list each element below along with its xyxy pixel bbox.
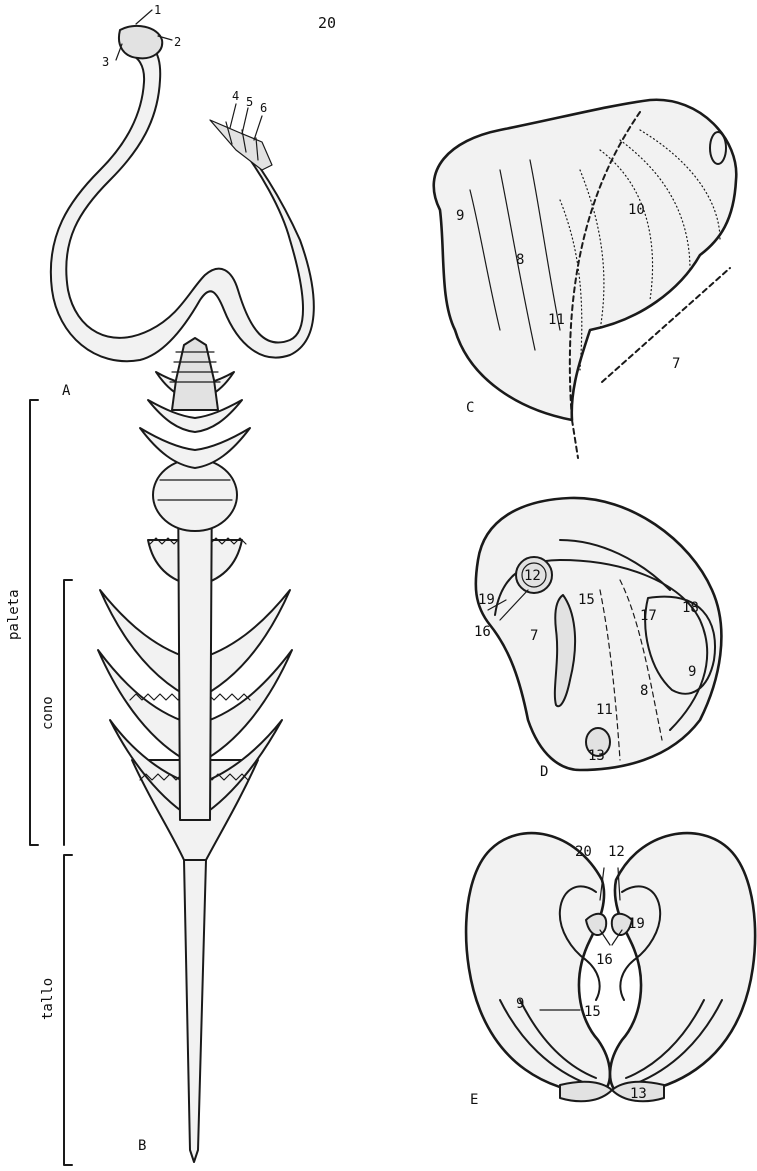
figure-d-callout-17: 17 <box>640 608 657 624</box>
figure-e-callout-20: 20 <box>575 844 592 860</box>
label-cono: cono <box>40 696 56 730</box>
figure-a-letter: A <box>62 383 71 399</box>
figure-d-callout-19: 19 <box>478 592 495 608</box>
figure-e-left-valve <box>466 833 610 1095</box>
figure-b-ring <box>153 459 237 531</box>
figure-c-outline <box>434 100 737 420</box>
figure-b-stalk <box>184 860 206 1162</box>
figure-d-callout-12: 12 <box>524 568 541 584</box>
figure-d-callout-9: 9 <box>688 664 696 680</box>
figure-b-spike-1 <box>140 428 250 468</box>
figure-c: 7 8 9 10 11 C <box>434 100 737 458</box>
figure-c-callout-11: 11 <box>548 312 565 328</box>
figure-e-condyles <box>586 914 632 935</box>
figure-c-callout-10: 10 <box>628 202 645 218</box>
label-tallo: tallo <box>40 978 56 1020</box>
bracket-cono <box>64 580 72 845</box>
figure-d-callout-16: 16 <box>474 624 491 640</box>
figure-d-callout-13: 13 <box>588 748 605 764</box>
figure-b-apex <box>172 338 218 410</box>
figure-d-callout-7: 7 <box>530 628 538 644</box>
figure-d-letter: D <box>540 764 548 780</box>
figure-d-callout-11: 11 <box>596 702 613 718</box>
figure-e: 20 12 19 16 9 15 13 E <box>466 833 755 1108</box>
page-number: 20 <box>318 14 336 32</box>
figure-a-callout-1: 1 <box>154 3 161 17</box>
figure-b: paleta cono tallo B <box>6 338 292 1165</box>
figure-e-callout-13: 13 <box>630 1086 647 1102</box>
figure-c-callout-8: 8 <box>516 252 524 268</box>
bracket-tallo <box>64 855 72 1165</box>
figure-a-callout-5: 5 <box>246 95 253 109</box>
figure-e-callout-12: 12 <box>608 844 625 860</box>
figure-e-letter: E <box>470 1092 478 1108</box>
figure-a-callout-4: 4 <box>232 89 239 103</box>
figure-a-callout-2: 2 <box>174 35 181 49</box>
figure-a-callout-6: 6 <box>260 101 267 115</box>
figure-c-letter: C <box>466 400 474 416</box>
figure-d-callout-8: 8 <box>640 683 648 699</box>
figure-a: 1 2 3 4 5 6 A <box>51 3 314 399</box>
figure-e-callout-19: 19 <box>628 916 645 932</box>
figure-d: 7 8 9 11 12 13 15 16 17 18 19 D <box>474 498 721 780</box>
figure-d-callout-18: 18 <box>682 600 699 616</box>
figure-a-tip <box>210 120 272 170</box>
figure-e-callout-16: 16 <box>596 952 613 968</box>
figure-a-callout-3: 3 <box>102 55 109 69</box>
figure-e-right-valve <box>610 833 755 1095</box>
figure-b-letter: B <box>138 1138 146 1154</box>
label-paleta: paleta <box>6 589 22 640</box>
figure-e-callout-9: 9 <box>516 996 524 1012</box>
figure-e-callout-15: 15 <box>584 1004 601 1020</box>
figure-c-callout-7: 7 <box>672 356 680 372</box>
figure-a-head <box>119 26 162 58</box>
bracket-paleta <box>30 400 38 845</box>
figure-d-callout-15: 15 <box>578 592 595 608</box>
figure-a-body <box>51 40 314 361</box>
figure-c-callout-9: 9 <box>456 208 464 224</box>
